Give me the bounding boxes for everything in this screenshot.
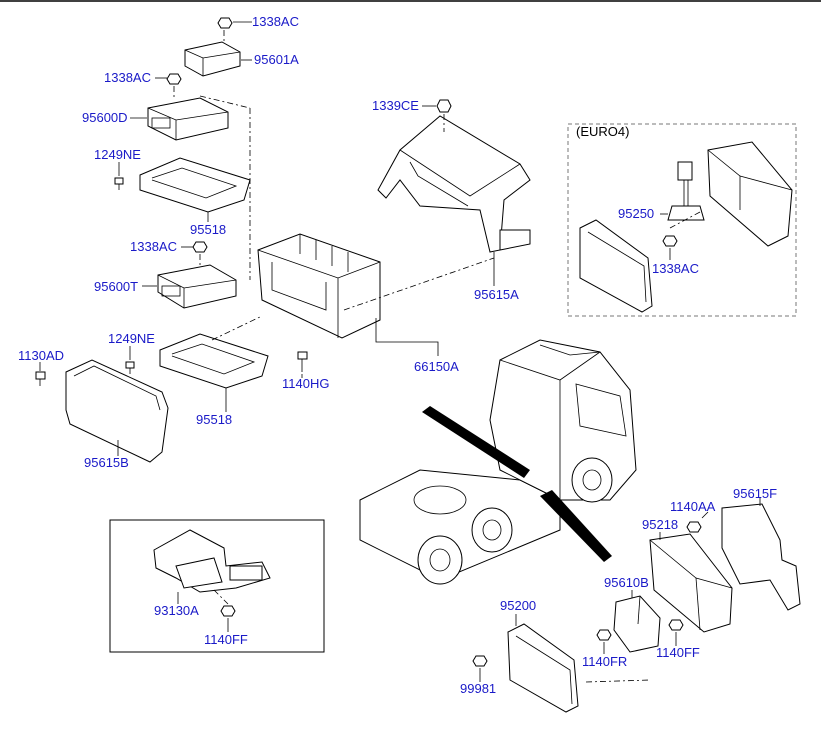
label-1339ce[interactable]: 1339CE	[372, 98, 419, 113]
module-95610b	[613, 595, 661, 653]
bracket-95518-top	[139, 157, 251, 213]
nut-1338ac-mid	[166, 73, 182, 85]
label-1338ac-mid[interactable]: 1338AC	[104, 70, 151, 85]
label-99981[interactable]: 99981	[460, 681, 497, 696]
label-1249ne-low[interactable]: 1249NE	[108, 331, 155, 346]
detail-box	[109, 519, 325, 653]
euro4-box	[567, 123, 797, 317]
cover-95200	[507, 623, 579, 713]
label-1140ff-left[interactable]: 1140FF	[204, 632, 248, 647]
truck-illustration	[359, 339, 637, 585]
bolt-1140fr	[596, 629, 612, 641]
bolt-1130ad	[35, 371, 46, 386]
label-1338ac-top[interactable]: 1338AC	[252, 14, 299, 29]
ecu-95600d	[147, 97, 229, 141]
bolt-1249ne-top	[114, 177, 124, 190]
label-euro4: (EURO4)	[576, 124, 630, 139]
module-95601a	[184, 41, 241, 77]
label-95200[interactable]: 95200	[500, 598, 537, 613]
label-95518-top[interactable]: 95518	[190, 222, 227, 237]
bracket-95218	[649, 533, 733, 633]
cover-euro4	[579, 219, 653, 313]
label-95615f[interactable]: 95615F	[733, 486, 778, 501]
label-95600t[interactable]: 95600T	[94, 279, 139, 294]
label-95615b[interactable]: 95615B	[84, 455, 129, 470]
label-1130ad[interactable]: 1130AD	[18, 348, 65, 363]
label-66150a[interactable]: 66150A	[414, 359, 459, 374]
label-95600d[interactable]: 95600D	[82, 110, 128, 125]
bolt-1140ff-right	[668, 619, 684, 631]
ecu-box-euro4	[707, 141, 793, 247]
nut-1338ac-euro	[662, 235, 678, 247]
bracket-95615f	[721, 503, 801, 611]
label-1249ne-top[interactable]: 1249NE	[94, 147, 141, 162]
label-95518-low[interactable]: 95518	[196, 412, 233, 427]
bolt-1249ne-low	[125, 361, 135, 374]
sensor-93130a	[153, 529, 271, 593]
bolt-1140aa	[686, 521, 702, 533]
ecu-95600t	[157, 264, 237, 309]
label-93130a[interactable]: 93130A	[154, 603, 199, 618]
label-95250[interactable]: 95250	[618, 206, 655, 221]
label-95601a[interactable]: 95601A	[254, 52, 299, 67]
nut-1338ac-top	[217, 17, 233, 29]
label-1140ff-right[interactable]: 1140FF	[656, 645, 700, 660]
label-95615a[interactable]: 95615A	[474, 287, 519, 302]
label-1140fr[interactable]: 1140FR	[582, 654, 628, 669]
bracket-95615a	[377, 115, 531, 253]
bracket-95518-low	[159, 333, 269, 389]
connector-95250	[667, 161, 705, 221]
nut-1339ce	[436, 99, 452, 113]
bolt-1140ff-left	[220, 605, 236, 617]
label-1140aa[interactable]: 1140AA	[670, 499, 716, 514]
label-95218[interactable]: 95218	[642, 517, 679, 532]
nut-1338ac-lower	[192, 241, 208, 253]
label-1140hg[interactable]: 1140HG	[282, 376, 330, 391]
bolt-99981	[472, 655, 488, 667]
label-1338ac-lower[interactable]: 1338AC	[130, 239, 177, 254]
housing-66150a	[257, 233, 381, 339]
label-1338ac-euro[interactable]: 1338AC	[652, 261, 699, 276]
cover-95615b	[65, 359, 169, 463]
label-95610b[interactable]: 95610B	[604, 575, 649, 590]
bolt-1140hg	[297, 351, 308, 372]
